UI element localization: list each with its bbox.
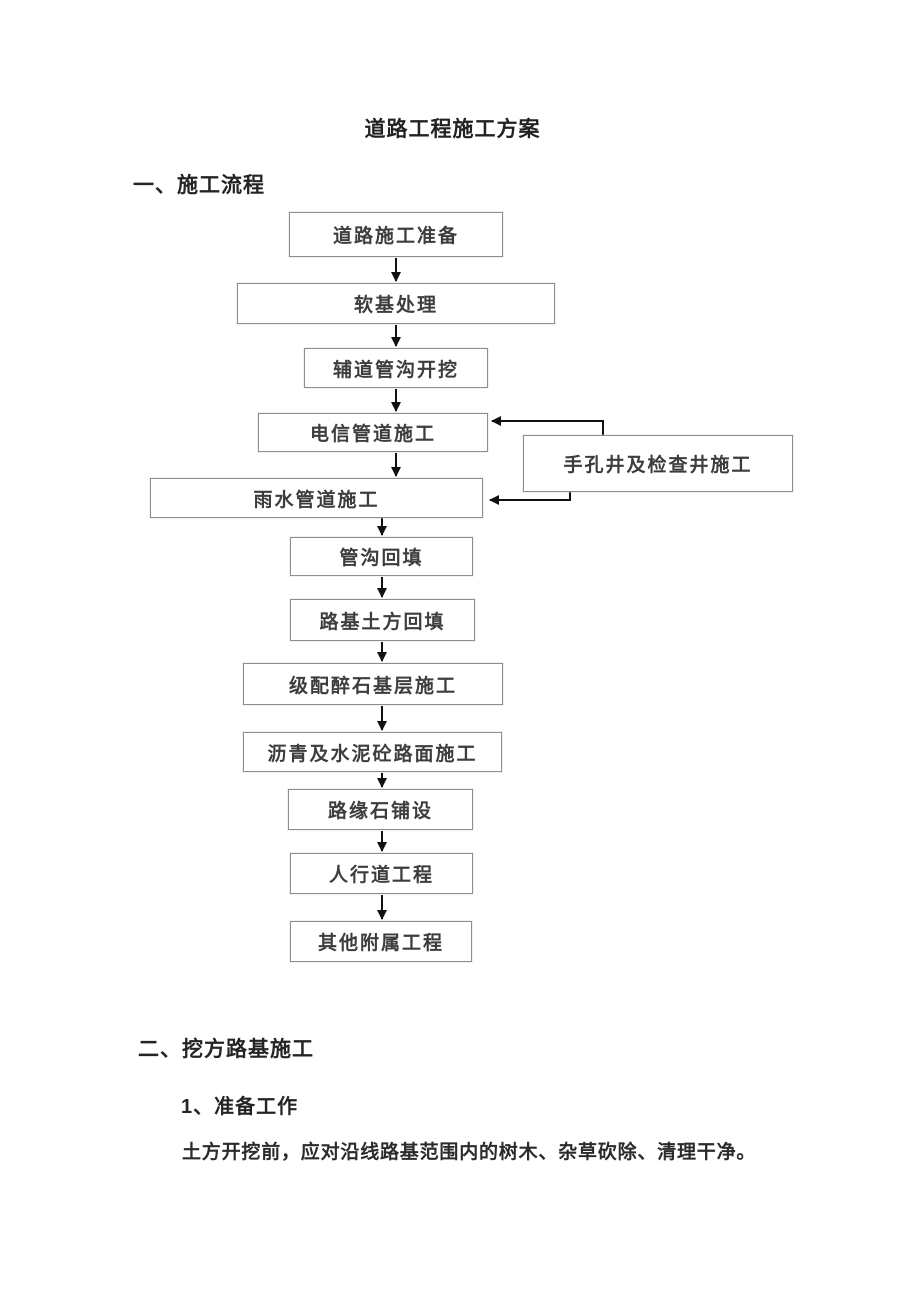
arrow-side-to-telecom bbox=[491, 416, 604, 435]
flow-node-label: 沥青及水泥砼路面施工 bbox=[267, 743, 478, 765]
document-title: 道路工程施工方案 bbox=[364, 118, 541, 141]
flow-node-hand-hole-inspection-well-construction: 手孔井及检查井施工 bbox=[523, 435, 793, 492]
section-2-paragraph: 土方开挖前，应对沿线路基范围内的树木、杂草砍除、清理干净。 bbox=[182, 1142, 757, 1163]
flow-node-label: 软基处理 bbox=[353, 295, 438, 316]
flow-node-label: 道路施工准备 bbox=[332, 226, 459, 247]
flow-node-sidewalk-works: 人行道工程 bbox=[290, 853, 473, 894]
flow-node-soft-base-treatment: 软基处理 bbox=[237, 283, 555, 324]
flow-node-label: 路缘石铺设 bbox=[327, 801, 433, 822]
flow-node-road-construction-prep: 道路施工准备 bbox=[289, 212, 503, 257]
flow-node-label: 级配醉石基层施工 bbox=[288, 675, 457, 697]
flow-node-label: 路基土方回填 bbox=[319, 611, 446, 633]
flow-node-asphalt-cement-pavement-construction: 沥青及水泥砼路面施工 bbox=[243, 732, 502, 772]
flow-node-other-ancillary-works: 其他附属工程 bbox=[290, 921, 472, 962]
flow-node-label: 管沟回填 bbox=[339, 548, 424, 569]
flow-node-subgrade-earthwork-backfill: 路基土方回填 bbox=[290, 599, 475, 641]
flow-node-rainwater-pipeline-construction: 雨水管道施工 bbox=[150, 478, 483, 518]
section-2-heading: 二、挖方路基施工 bbox=[138, 1038, 314, 1061]
flow-node-label: 辅道管沟开挖 bbox=[332, 359, 459, 381]
construction-flowchart: 道路施工准备 软基处理 辅道管沟开挖 电信管道施工 雨水管道施工 手孔井及检查井… bbox=[150, 212, 793, 962]
arrow-side-to-rainwater bbox=[489, 492, 571, 505]
flow-node-label: 电信管道施工 bbox=[309, 424, 436, 445]
flow-node-label: 人行道工程 bbox=[328, 865, 434, 886]
flow-node-curb-laying: 路缘石铺设 bbox=[288, 789, 473, 830]
section-2-subheading: 1、准备工作 bbox=[181, 1096, 299, 1118]
flow-node-auxiliary-pipe-trench-excavation: 辅道管沟开挖 bbox=[304, 348, 488, 388]
flow-node-telecom-pipeline-construction: 电信管道施工 bbox=[258, 413, 488, 452]
flow-node-label: 其他附属工程 bbox=[317, 933, 444, 954]
section-1-heading: 一、施工流程 bbox=[133, 174, 265, 197]
flow-node-graded-gravel-base-construction: 级配醉石基层施工 bbox=[243, 663, 503, 705]
flow-node-label: 手孔井及检查井施工 bbox=[563, 455, 753, 476]
flow-node-label: 雨水管道施工 bbox=[253, 489, 380, 511]
flow-node-pipe-trench-backfill: 管沟回填 bbox=[290, 537, 473, 576]
